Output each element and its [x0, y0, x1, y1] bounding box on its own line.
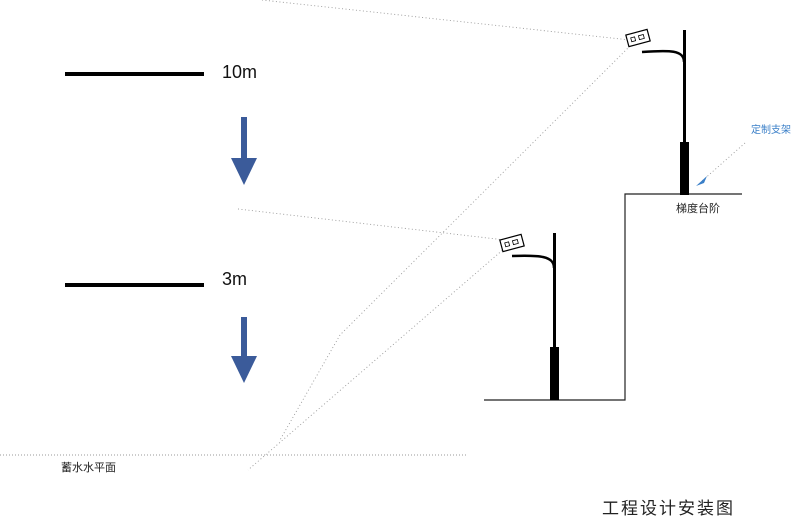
stepped-platform-label: 梯度台阶: [676, 201, 720, 215]
light-pole-icon: [641, 30, 689, 195]
camera-icon: [625, 28, 651, 48]
camera-icon: [499, 233, 525, 253]
light-pole-icon: [511, 233, 559, 400]
custom-bracket-label: 定制支架: [751, 123, 791, 136]
reservoir-level-label: 蓄水水平面: [61, 461, 116, 474]
bracket-pointer-icon: [696, 176, 707, 186]
sight-lines: [237, 0, 631, 471]
down-arrow-icon: [231, 317, 257, 383]
level-3m-label: 3m: [222, 269, 247, 289]
down-arrow-icon: [231, 117, 257, 185]
diagram-title: 工程设计安装图: [602, 499, 735, 519]
bracket-leader-line: [701, 142, 746, 182]
stepped-platform-outline: [484, 193, 742, 401]
level-10m-label: 10m: [222, 62, 257, 82]
